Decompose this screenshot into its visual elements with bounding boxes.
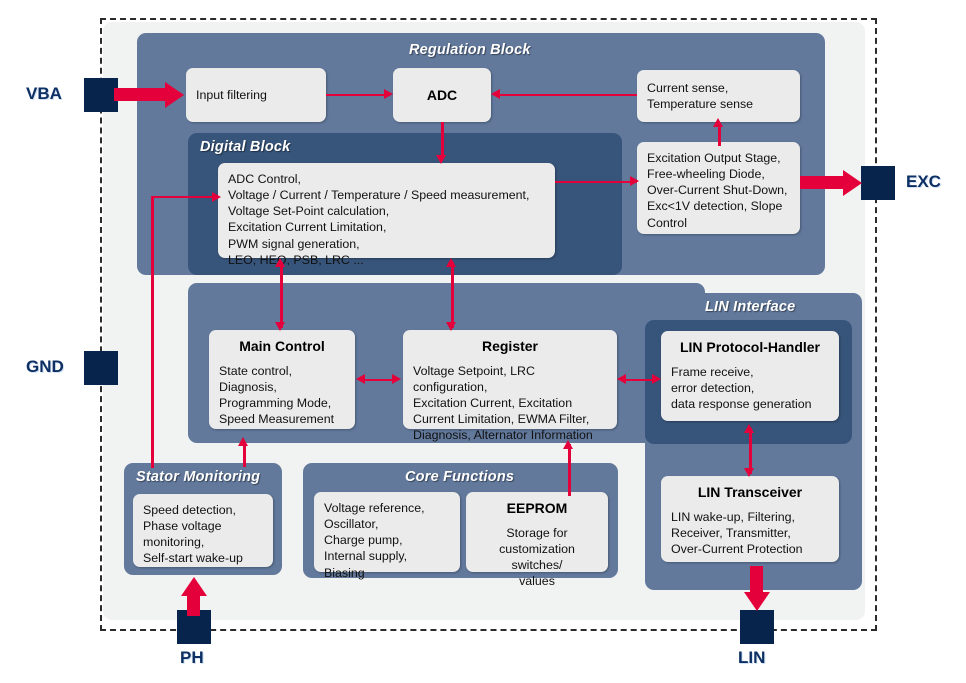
connector-excitation-sense-arrow: [713, 118, 723, 127]
connector-digital-register: [451, 262, 454, 328]
connector-stator-maincontrol: [243, 443, 246, 467]
connector-excitation-sense: [718, 124, 721, 146]
block-adc: ADC: [393, 68, 491, 122]
group-lin-interface-title: LIN Interface: [705, 299, 796, 315]
block-eeprom: EEPROM Storage for customization switche…: [466, 492, 608, 588]
connector-stator-digital-horizontal: [151, 196, 217, 198]
connector-adc-digital: [441, 122, 444, 158]
connector-maincontrol-register: [363, 379, 397, 381]
connector-stator-digital-vertical: [151, 196, 154, 468]
block-core-functions-list: Voltage reference, Oscillator, Charge pu…: [314, 492, 460, 580]
block-register-body: Voltage Setpoint, LRC configuration, Exc…: [413, 363, 593, 443]
connector-linhandler-lintransceiver-arrow-up: [744, 424, 754, 433]
connector-register-linhandler: [624, 379, 656, 381]
block-stator-monitoring-functions-body: Speed detection, Phase voltage monitorin…: [143, 503, 243, 566]
block-adc-head: ADC: [426, 86, 458, 103]
block-lin-protocol-handler: LIN Protocol-Handler Frame receive, erro…: [661, 331, 839, 421]
connector-linhandler-lintransceiver: [749, 428, 752, 474]
block-main-control-head: Main Control: [239, 338, 325, 354]
pin-lin-label: LIN: [738, 648, 766, 667]
block-digital-functions-body: ADC Control, Voltage / Current / Tempera…: [228, 172, 530, 267]
connector-stator-digital-arrow: [212, 192, 221, 202]
connector-digital-register-arrow-up: [446, 258, 456, 267]
connector-maincontrol-register-arrow-left: [356, 374, 365, 384]
pin-exc-label: EXC: [906, 172, 941, 191]
pin-lin: [740, 610, 774, 644]
connector-eeprom-register-arrow: [563, 440, 573, 449]
connector-linhandler-lintransceiver-arrow-down: [744, 468, 754, 477]
pin-gnd: [84, 351, 118, 385]
connector-digital-maincontrol-arrow-up: [275, 258, 285, 267]
pin-exc: [861, 166, 895, 200]
block-lin-protocol-handler-head: LIN Protocol-Handler: [679, 339, 820, 355]
connector-digital-register-arrow-down: [446, 322, 456, 331]
connector-register-linhandler-arrow-right: [652, 374, 661, 384]
block-excitation-output-stage: Excitation Output Stage, Free-wheeling D…: [637, 142, 800, 234]
block-eeprom-head: EEPROM: [506, 500, 568, 516]
connector-maincontrol-register-arrow-right: [392, 374, 401, 384]
connector-digital-excitation-arrow: [630, 176, 639, 186]
group-regulation-block-title: Regulation Block: [409, 42, 531, 58]
block-register-head: Register: [481, 338, 539, 354]
connector-stator-maincontrol-arrow: [238, 437, 248, 446]
block-core-functions-list-body: Voltage reference, Oscillator, Charge pu…: [324, 501, 425, 580]
block-main-control: Main Control State control, Diagnosis, P…: [209, 330, 355, 429]
group-stator-monitoring-title: Stator Monitoring: [136, 469, 261, 485]
connector-inputfilter-adc-arrow: [384, 89, 393, 99]
block-input-filtering: Input filtering: [186, 68, 326, 122]
block-digital-functions: ADC Control, Voltage / Current / Tempera…: [218, 163, 555, 267]
pin-ph-label: PH: [180, 648, 204, 667]
block-current-temperature-sense-body: Current sense, Temperature sense: [647, 80, 754, 111]
block-excitation-output-stage-body: Excitation Output Stage, Free-wheeling D…: [647, 151, 788, 230]
block-register: Register Voltage Setpoint, LRC configura…: [403, 330, 617, 442]
connector-adc-digital-arrow: [436, 155, 446, 164]
chip-boundary-dashed: [100, 18, 877, 631]
block-lin-transceiver-body: LIN wake-up, Filtering, Receiver, Transm…: [671, 509, 803, 557]
block-input-filtering-body: Input filtering: [196, 87, 267, 102]
connector-digital-excitation: [555, 181, 637, 183]
block-lin-transceiver-head: LIN Transceiver: [697, 484, 803, 500]
pin-vba: [84, 78, 118, 112]
block-lin-transceiver: LIN Transceiver LIN wake-up, Filtering, …: [661, 476, 839, 562]
connector-eeprom-register: [568, 444, 571, 496]
pin-vba-label: VBA: [26, 84, 62, 103]
block-main-control-body: State control, Diagnosis, Programming Mo…: [219, 363, 335, 427]
block-lin-protocol-handler-body: Frame receive, error detection, data res…: [671, 364, 812, 412]
pin-gnd-label: GND: [26, 357, 64, 376]
connector-inputfilter-adc: [326, 94, 384, 96]
group-core-functions-title: Core Functions: [405, 469, 515, 485]
connector-register-linhandler-arrow-left: [617, 374, 626, 384]
connector-sense-adc-arrow: [491, 89, 500, 99]
block-current-temperature-sense: Current sense, Temperature sense: [637, 70, 800, 122]
block-eeprom-body: Storage for customization switches/ valu…: [499, 525, 575, 589]
block-stator-monitoring-functions: Speed detection, Phase voltage monitorin…: [133, 494, 273, 567]
connector-digital-maincontrol-arrow-down: [275, 322, 285, 331]
connector-digital-maincontrol: [280, 262, 283, 328]
group-digital-block-title: Digital Block: [200, 139, 291, 155]
connector-sense-adc: [500, 94, 637, 96]
